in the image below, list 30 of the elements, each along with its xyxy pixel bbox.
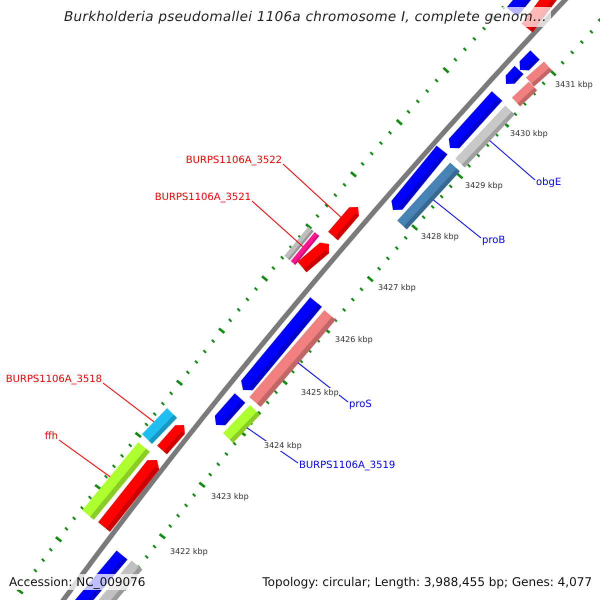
leader-line	[489, 140, 536, 180]
gene-block	[290, 232, 320, 265]
leader-line	[102, 382, 154, 422]
gene-block	[397, 162, 460, 230]
gene-label: BURPS1106A_3519	[299, 460, 396, 472]
gene-block	[328, 207, 359, 240]
scale-label: 3429 kbp	[465, 181, 503, 191]
gene-block	[142, 408, 177, 444]
leader-line	[298, 362, 348, 402]
gene-block	[82, 442, 150, 520]
gene-label: proS	[349, 399, 372, 411]
gene-label: BURPS1106A_3521	[154, 192, 251, 204]
scale-label: 3426 kbp	[335, 335, 373, 345]
gene-label: BURPS1106A_3518	[6, 374, 102, 386]
scale-label: 3424 kbp	[264, 441, 302, 451]
gene-block	[223, 405, 260, 443]
gene-label: BURPS1106A_3522	[186, 155, 282, 167]
scale-label: 3431 kbp	[555, 80, 593, 90]
leader-line	[58, 440, 111, 478]
leader-line	[432, 199, 482, 238]
gene-label: proB	[482, 235, 506, 247]
gene-label: obgE	[536, 177, 562, 189]
leader-line	[282, 164, 342, 218]
scale-label: 3430 kbp	[510, 129, 548, 139]
scale-label: 3427 kbp	[378, 283, 416, 293]
leader-line	[252, 200, 304, 248]
gene-label: ffh	[44, 431, 58, 443]
scale-label: 3425 kbp	[301, 388, 339, 398]
scale-label: 3423 kbp	[211, 492, 249, 502]
scale-label: 3422 kbp	[170, 547, 208, 557]
